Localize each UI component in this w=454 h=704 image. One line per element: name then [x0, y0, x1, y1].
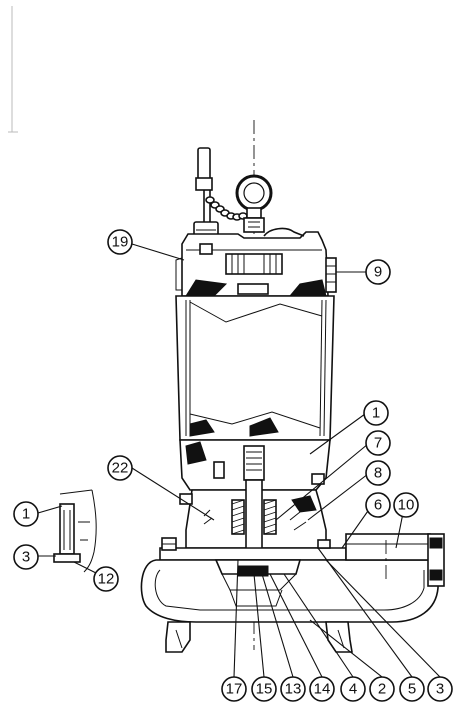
callout-5-label: 5 [408, 681, 416, 698]
pump-legs [165, 621, 353, 653]
callout-9: 9 [365, 259, 391, 285]
callout-22: 22 [107, 455, 133, 481]
detail-callout-1-label: 1 [22, 506, 30, 523]
eye-bolt [235, 174, 273, 233]
callout-6: 6 [365, 492, 391, 518]
callout-15: 15 [251, 676, 277, 702]
callout-22-label: 22 [112, 460, 129, 477]
callout-9-label: 9 [374, 264, 382, 281]
detail-callout-12-label: 12 [98, 571, 115, 588]
callout-17-label: 17 [226, 681, 243, 698]
detail-callout-3-label: 3 [22, 549, 30, 566]
cable-entry [193, 147, 219, 245]
callout-2-label: 2 [378, 681, 386, 698]
callout-8: 8 [365, 460, 391, 486]
detail-callout-1: 1 [13, 501, 39, 527]
callout-10: 10 [393, 492, 419, 518]
callout-8-label: 8 [374, 465, 382, 482]
detail-callout-3: 3 [13, 544, 39, 570]
motor-frame [175, 295, 335, 441]
callout-2: 2 [369, 676, 395, 702]
callout-19-label: 19 [112, 234, 129, 251]
callout-1-label: 1 [372, 405, 380, 422]
callout-3-label: 3 [436, 681, 444, 698]
seal-chamber [179, 479, 327, 573]
callout-17: 17 [221, 676, 247, 702]
callout-5: 5 [399, 676, 425, 702]
motor-top-cover [175, 227, 337, 297]
callout-15-label: 15 [256, 681, 273, 698]
callout-4: 4 [340, 676, 366, 702]
callout-3: 3 [427, 676, 453, 702]
pump-casing [140, 533, 445, 623]
callout-1: 1 [363, 400, 389, 426]
callout-19: 19 [107, 229, 133, 255]
callout-13: 13 [280, 676, 306, 702]
callout-14: 14 [309, 676, 335, 702]
callout-14-label: 14 [314, 681, 331, 698]
callout-6-label: 6 [374, 497, 382, 514]
callout-4-label: 4 [349, 681, 357, 698]
callout-7-label: 7 [374, 435, 382, 452]
detail-view [53, 489, 97, 573]
detail-callout-12: 12 [93, 566, 119, 592]
callout-13-label: 13 [285, 681, 302, 698]
pump-body [140, 120, 445, 653]
callout-7: 7 [365, 430, 391, 456]
scan-edge-marks [8, 6, 18, 133]
callout-10-label: 10 [398, 497, 415, 514]
